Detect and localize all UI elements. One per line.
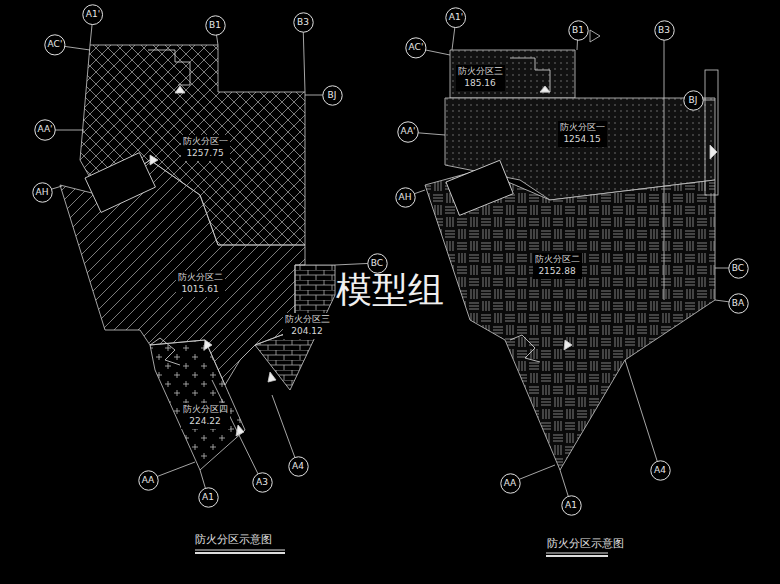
grid-bubble: B3 (293, 12, 314, 33)
fire-zone-label: 防火分区二2152.88 (533, 253, 582, 278)
grid-axis-label: A1' (449, 13, 463, 22)
grid-axis-label: BC (732, 264, 744, 273)
bubble-circle (45, 35, 65, 55)
bubble-circle (728, 258, 747, 277)
grid-axis-label: BJ (328, 91, 337, 100)
grid-axis-label: AC' (48, 40, 63, 49)
grid-axis-label: AA (142, 476, 155, 485)
grid-axis-label: B3 (297, 18, 309, 27)
zone-name: 防火分区四 (183, 404, 228, 416)
zone-area: 204.12 (285, 326, 330, 338)
grid-axis-label: AC' (409, 43, 424, 52)
bubble-circle (683, 90, 702, 109)
bubble-circle (398, 122, 418, 142)
bubble-circle (650, 460, 669, 479)
zone-area: 1257.75 (183, 148, 228, 160)
bubble-circle (568, 20, 587, 39)
grid-axis-label: BC (371, 259, 383, 268)
grid-bubble: BA (728, 293, 749, 314)
grid-axis-label: BJ (689, 96, 698, 105)
bubble-circle (293, 12, 312, 31)
fire-zone-label: 防火分区四224.22 (181, 403, 230, 428)
fire-zone-label: 防火分区三185.16 (456, 65, 505, 90)
grid-bubble: B3 (654, 20, 675, 41)
grid-axis-label: BA (732, 299, 744, 308)
bubble-circle (83, 5, 103, 25)
bubble-circle (561, 495, 580, 514)
watermark: 模型组 (336, 266, 444, 315)
grid-bubble: B1 (568, 20, 589, 41)
bubble-circle (32, 182, 51, 201)
bubble-circle (205, 15, 224, 34)
grid-axis-label: AH (399, 193, 412, 202)
grid-bubble: AH (395, 187, 416, 208)
zone-area: 1015.61 (178, 284, 223, 296)
grid-axis-label: B1 (209, 21, 221, 30)
grid-axis-label: B3 (658, 26, 670, 35)
grid-bubble: AA (500, 473, 521, 494)
grid-bubble: A4 (288, 456, 309, 477)
bubble-circle (35, 120, 55, 140)
grid-bubble: AA' (34, 119, 56, 141)
bubble-circle (728, 293, 747, 312)
fire-zone-label: 防火分区一1254.15 (558, 121, 607, 146)
bubble-circle (395, 187, 414, 206)
zone-area: 1254.15 (560, 134, 605, 146)
zone-name: 防火分区二 (178, 272, 223, 284)
zone-area: 224.22 (183, 416, 228, 428)
grid-bubble: AA' (397, 121, 419, 143)
zone-area: 185.16 (458, 78, 503, 90)
grid-bubble: BJ (322, 85, 343, 106)
bubble-circle (406, 38, 426, 58)
zone-name: 防火分区一 (560, 122, 605, 134)
grid-axis-label: A1 (202, 493, 214, 502)
fire-zone-label: 防火分区一1257.75 (181, 135, 230, 160)
grid-bubble: A1' (82, 4, 103, 25)
grid-bubble: AA (138, 470, 159, 491)
grid-axis-label: A4 (292, 462, 304, 471)
grid-axis-label: A1' (86, 10, 100, 19)
grid-axis-label: AH (36, 188, 49, 197)
grid-bubble: A1' (445, 7, 466, 28)
zone-name: 防火分区三 (458, 66, 503, 78)
grid-bubble: BC (728, 258, 749, 279)
grid-bubble: A3 (252, 472, 273, 493)
grid-bubble: AC' (405, 37, 427, 59)
grid-axis-label: A1 (565, 501, 577, 510)
zone-name: 防火分区三 (285, 314, 330, 326)
zone-area: 2152.88 (535, 266, 580, 278)
bubble-circle (500, 473, 519, 492)
grid-axis-label: A3 (256, 478, 268, 487)
grid-axis-label: AA' (400, 127, 415, 136)
bubble-circle (446, 8, 466, 28)
grid-axis-label: AA' (37, 125, 52, 134)
grid-bubble: A1 (561, 495, 582, 516)
grid-bubble: AC' (44, 34, 66, 56)
grid-bubble: A1 (198, 487, 219, 508)
bubble-circle (198, 487, 217, 506)
zone-name: 防火分区一 (183, 136, 228, 148)
drawing-title: 防火分区示意图 (195, 532, 272, 547)
grid-bubble: AH (32, 182, 53, 203)
fire-zone-label: 防火分区二1015.61 (176, 271, 225, 296)
bubble-circle (252, 472, 271, 491)
grid-axis-label: B1 (572, 26, 584, 35)
bubble-circle (288, 456, 307, 475)
bubble-circle (654, 20, 673, 39)
grid-axis-label: AA (504, 479, 517, 488)
grid-bubble: A4 (650, 460, 671, 481)
grid-axis-label: A4 (654, 466, 666, 475)
drawing-title: 防火分区示意图 (547, 536, 624, 551)
fire-zone-label: 防火分区三204.12 (283, 313, 332, 338)
bubble-circle (138, 470, 157, 489)
grid-bubble: BJ (683, 90, 704, 111)
zone-name: 防火分区二 (535, 254, 580, 266)
bubble-circle (322, 85, 341, 104)
grid-bubble: B1 (205, 15, 226, 36)
